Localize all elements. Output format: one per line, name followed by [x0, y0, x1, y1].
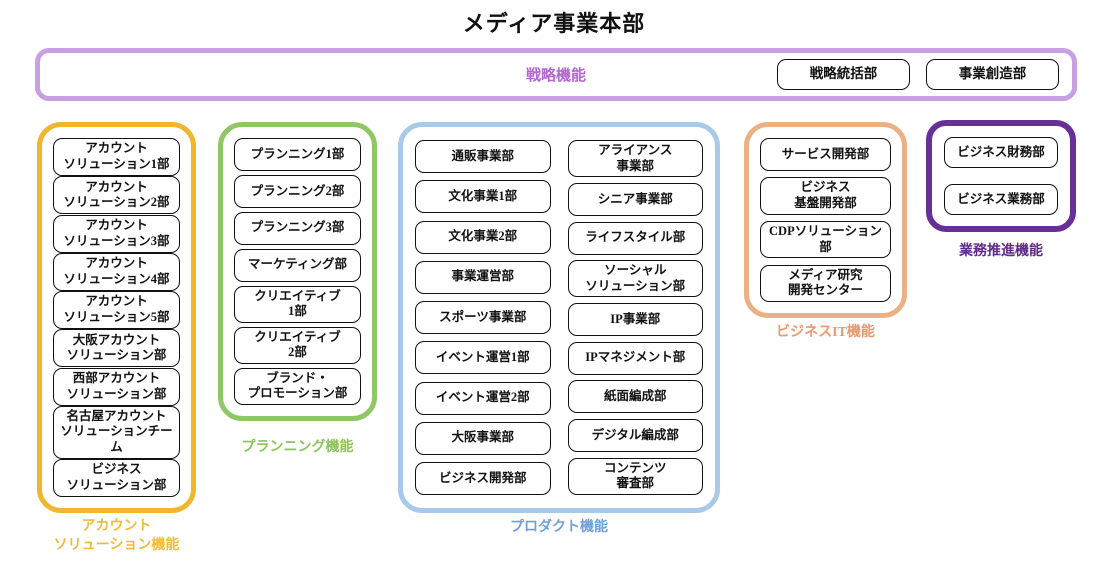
dept-box: アカウント ソリューション5部: [53, 291, 180, 330]
dept-box: 文化事業2部: [415, 220, 551, 254]
dept-box: プランニング3部: [234, 211, 361, 245]
product-column-left: 通販事業部 文化事業1部 文化事業2部 事業運営部 スポーツ事業部 イベント運営…: [415, 140, 551, 495]
group-account-solution: アカウント ソリューション1部 アカウント ソリューション2部 アカウント ソリ…: [37, 122, 196, 513]
dept-box: ライフスタイル部: [567, 221, 703, 255]
dept-box: イベント運営2部: [415, 381, 551, 415]
dept-box: 西部アカウント ソリューション部: [53, 367, 180, 406]
dept-box: サービス開発部: [760, 138, 891, 171]
dept-box: IPマネジメント部: [567, 341, 703, 375]
dept-box: 紙面編成部: [567, 380, 703, 414]
dept-box: 名古屋アカウント ソリューションチーム: [53, 405, 180, 459]
dept-box: IP事業部: [567, 303, 703, 337]
dept-box: ビジネス 基盤開発部: [760, 177, 891, 215]
dept-box: コンテンツ 審査部: [567, 457, 703, 495]
group-product: 通販事業部 文化事業1部 文化事業2部 事業運営部 スポーツ事業部 イベント運営…: [398, 122, 720, 513]
dept-box: プランニング2部: [234, 174, 361, 208]
dept-box: プランニング1部: [234, 138, 361, 171]
dept-box: アカウント ソリューション2部: [53, 176, 180, 215]
dept-box: 事業創造部: [926, 59, 1059, 90]
group-label-planning: プランニング機能: [241, 440, 354, 455]
dept-box: ソーシャル ソリューション部: [567, 260, 703, 298]
group-label-product: プロダクト機能: [510, 520, 608, 535]
dept-box: ブランド・ プロモーション部: [234, 367, 361, 405]
group-label-business-it: ビジネスIT機能: [776, 325, 875, 340]
dept-box: アカウント ソリューション3部: [53, 214, 180, 253]
dept-box: ビジネス業務部: [944, 184, 1058, 215]
dept-box: 事業運営部: [415, 260, 551, 294]
group-planning: プランニング1部 プランニング2部 プランニング3部 マーケティング部 クリエイ…: [218, 122, 377, 421]
dept-box: メディア研究 開発センター: [760, 264, 891, 302]
dept-box: マーケティング部: [234, 248, 361, 282]
product-column-right: アライアンス 事業部 シニア事業部 ライフスタイル部 ソーシャル ソリューション…: [567, 140, 703, 495]
strategy-function-bar: 戦略機能 戦略統括部 事業創造部: [35, 48, 1077, 101]
dept-box: クリエイティブ 1部: [234, 285, 361, 323]
dept-box: 戦略統括部: [777, 59, 910, 90]
group-label-account-solution: アカウント ソリューション機能: [53, 519, 180, 553]
strategy-function-label: 戦略機能: [525, 68, 586, 84]
dept-box: ビジネス財務部: [944, 137, 1058, 168]
dept-box: ビジネス開発部: [415, 462, 551, 495]
dept-box: アカウント ソリューション4部: [53, 252, 180, 291]
dept-box: イベント運営1部: [415, 341, 551, 375]
dept-box: 通販事業部: [415, 140, 551, 173]
dept-box: 文化事業1部: [415, 180, 551, 214]
dept-box: シニア事業部: [567, 182, 703, 216]
dept-box: アライアンス 事業部: [567, 140, 703, 178]
dept-box: デジタル編成部: [567, 419, 703, 453]
page-title: メディア事業本部: [462, 11, 646, 36]
dept-box: ビジネス ソリューション部: [53, 459, 180, 497]
dept-box: 大阪事業部: [415, 421, 551, 455]
dept-box: アカウント ソリューション1部: [53, 138, 180, 176]
dept-box: スポーツ事業部: [415, 301, 551, 334]
dept-box: CDPソリューション 部: [760, 221, 891, 259]
dept-box: クリエイティブ 2部: [234, 326, 361, 364]
group-label-operations: 業務推進機能: [959, 244, 1043, 259]
group-operations: ビジネス財務部 ビジネス業務部: [926, 120, 1076, 232]
group-business-it: サービス開発部 ビジネス 基盤開発部 CDPソリューション 部 メディア研究 開…: [744, 122, 907, 318]
dept-box: 大阪アカウント ソリューション部: [53, 329, 180, 368]
